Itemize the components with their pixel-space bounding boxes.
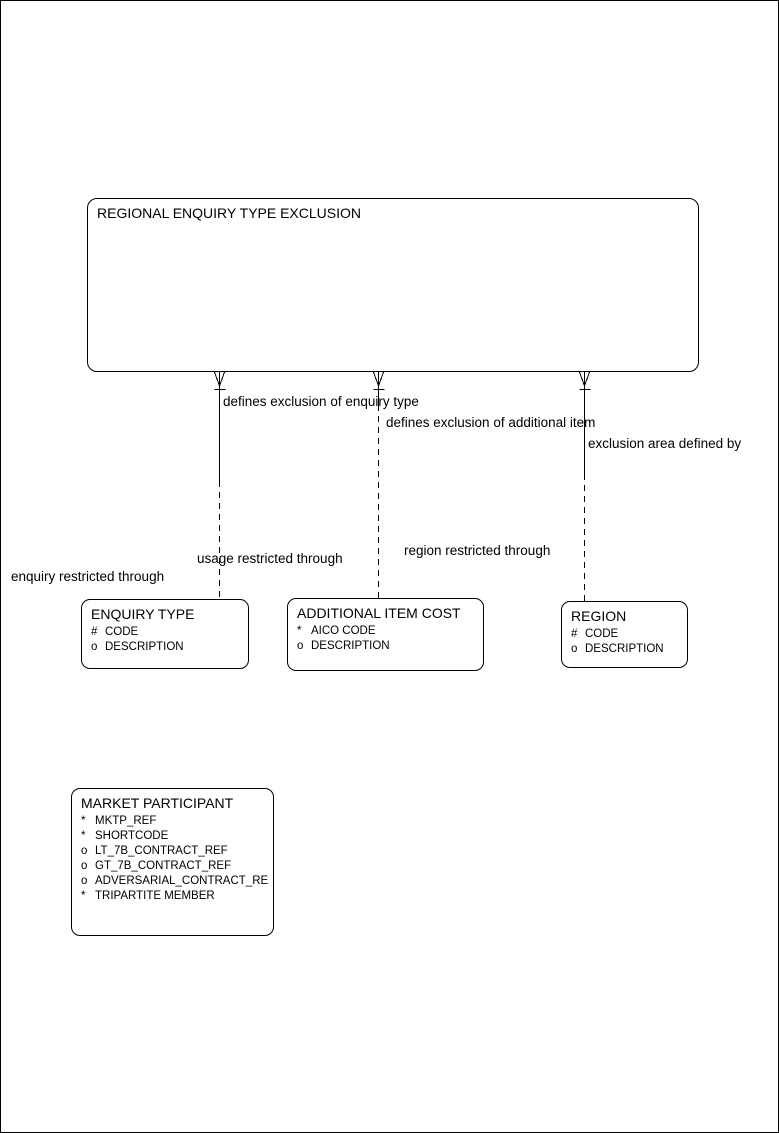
crows-foot-many-icon (373, 371, 384, 387)
attribute-marker: * (81, 815, 86, 827)
attribute-row: o ADVERSARIAL_CONTRACT_RE (81, 874, 273, 889)
attribute-name: AICO CODE (311, 625, 376, 637)
attribute-name: DESCRIPTION (585, 643, 664, 655)
attribute-name: TRIPARTITE MEMBER (95, 890, 215, 902)
attribute-marker: * (81, 830, 86, 842)
attribute-list: * AICO CODE o DESCRIPTION (288, 621, 483, 654)
attribute-name: ADVERSARIAL_CONTRACT_RE (95, 875, 269, 887)
attribute-marker: o (571, 643, 578, 655)
attribute-marker: o (81, 860, 88, 872)
entity-title: MARKET PARTICIPANT (81, 795, 234, 811)
attribute-name: DESCRIPTION (105, 641, 184, 653)
attribute-row: o GT_7B_CONTRACT_REF (81, 859, 273, 874)
relationship-label-defines-exclusion-of-additional-item: defines exclusion of additional item (386, 415, 596, 430)
attribute-name: SHORTCODE (95, 830, 169, 842)
relationship-label-enquiry-restricted-through: enquiry restricted through (11, 569, 165, 584)
crows-foot-many-icon (214, 371, 225, 387)
attribute-marker: o (91, 641, 98, 653)
attribute-list: # CODE o DESCRIPTION (82, 622, 248, 655)
attribute-marker: * (81, 890, 86, 902)
attribute-name: CODE (105, 626, 139, 638)
entity-title: REGION (571, 608, 627, 624)
attribute-name: LT_7B_CONTRACT_REF (95, 845, 228, 857)
attribute-row: o DESCRIPTION (91, 640, 248, 655)
attribute-marker: * (297, 625, 302, 637)
crows-foot-many-icon (579, 371, 590, 387)
entity-title: ADDITIONAL ITEM COST (297, 605, 461, 621)
attribute-name: GT_7B_CONTRACT_REF (95, 860, 232, 872)
attribute-row: * MKTP_REF (81, 814, 273, 829)
attribute-name: DESCRIPTION (311, 640, 390, 652)
attribute-marker: o (297, 640, 304, 652)
attribute-row: o LT_7B_CONTRACT_REF (81, 844, 273, 859)
attribute-marker: # (91, 626, 98, 638)
entity-additional-item-cost: ADDITIONAL ITEM COST * AICO CODE o DESCR… (287, 598, 484, 671)
relationship-label-usage-restricted-through: usage restricted through (197, 551, 343, 566)
attribute-row: * TRIPARTITE MEMBER (81, 889, 273, 904)
attribute-list: * MKTP_REF * SHORTCODE o LT_7B_CONTRACT_… (72, 811, 273, 904)
attribute-name: CODE (585, 628, 619, 640)
attribute-row: # CODE (571, 627, 687, 642)
relationship-region (579, 371, 591, 601)
attribute-marker: o (81, 875, 88, 887)
entity-market-participant: MARKET PARTICIPANT * MKTP_REF * SHORTCOD… (71, 788, 274, 936)
attribute-row: * AICO CODE (297, 624, 483, 639)
attribute-list: # CODE o DESCRIPTION (562, 624, 687, 657)
attribute-marker: # (571, 628, 578, 640)
attribute-row: o DESCRIPTION (571, 642, 687, 657)
entity-region: REGION # CODE o DESCRIPTION (561, 601, 688, 668)
relationship-label-defines-exclusion-of-enquiry-type: defines exclusion of enquiry type (223, 394, 419, 409)
attribute-name: MKTP_REF (95, 815, 157, 827)
attribute-row: # CODE (91, 625, 248, 640)
relationship-label-region-restricted-through: region restricted through (404, 543, 551, 558)
attribute-row: * SHORTCODE (81, 829, 273, 844)
entity-enquiry-type: ENQUIRY TYPE # CODE o DESCRIPTION (81, 599, 249, 669)
relationship-label-exclusion-area-defined-by: exclusion area defined by (588, 436, 742, 451)
entity-regional-enquiry-type-exclusion: REGIONAL ENQUIRY TYPE EXCLUSION (87, 198, 699, 372)
entity-title: REGIONAL ENQUIRY TYPE EXCLUSION (97, 205, 362, 221)
attribute-row: o DESCRIPTION (297, 639, 483, 654)
attribute-marker: o (81, 845, 88, 857)
entity-title: ENQUIRY TYPE (91, 606, 195, 622)
